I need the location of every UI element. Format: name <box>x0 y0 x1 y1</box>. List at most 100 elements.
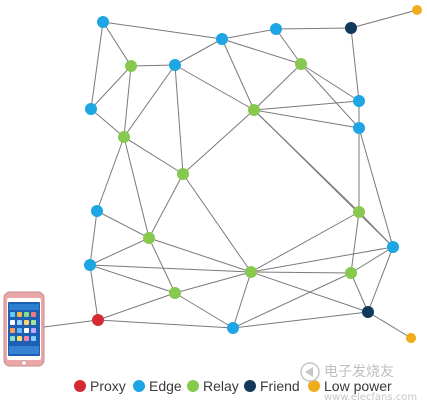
link-r2-e7 <box>300 63 360 129</box>
legend-label-edge: Edge <box>149 378 182 394</box>
link-e9-r8 <box>250 246 394 273</box>
link-e2-r2 <box>275 28 302 65</box>
link-r7-e10 <box>89 237 150 266</box>
watermark-url: www.elecfans.com <box>324 392 417 403</box>
edge-node <box>270 23 282 35</box>
link-e1-e5 <box>90 21 104 110</box>
relay-node <box>295 58 307 70</box>
link-e3-r3 <box>221 38 255 111</box>
link-r10-e11 <box>174 292 234 329</box>
legend-item-relay: Relay <box>187 378 239 394</box>
link-e7-e9 <box>358 127 394 248</box>
link-r5-r7 <box>148 173 184 239</box>
link-e4-r4 <box>123 64 176 138</box>
link-e3-e2 <box>221 28 277 40</box>
friend-swatch-icon <box>244 380 256 392</box>
legend-item-edge: Edge <box>133 378 182 394</box>
link-r1-r4 <box>123 65 132 138</box>
link-r8-e11 <box>232 271 252 329</box>
relay-swatch-icon <box>187 380 199 392</box>
watermark-logo-icon <box>300 362 320 382</box>
legend-label-friend: Friend <box>260 378 300 394</box>
edge-node <box>387 241 399 253</box>
link-e9-f2 <box>367 246 394 313</box>
relay-node <box>177 168 189 180</box>
edge-node <box>353 122 365 134</box>
link-r4-r7 <box>123 136 150 239</box>
link-r4-r5 <box>123 136 184 175</box>
link-e9-r9 <box>350 246 394 274</box>
edge-node <box>85 103 97 115</box>
link-e10-r10 <box>89 264 176 294</box>
link-r7-r8 <box>148 237 252 273</box>
link-r8-r9 <box>250 271 352 274</box>
nodes-layer <box>84 5 422 343</box>
legend-item-low-power: Low power <box>308 378 392 394</box>
link-r6-e9 <box>358 211 394 248</box>
links-layer <box>43 9 418 339</box>
relay-node <box>353 206 365 218</box>
link-r5-r8 <box>182 173 252 273</box>
link-r9-e11 <box>232 272 352 329</box>
link-r6-r8 <box>250 211 360 273</box>
link-f2-l2 <box>367 311 412 339</box>
link-e10-p1 <box>89 264 99 321</box>
link-r7-r10 <box>148 237 176 294</box>
proxy-node <box>92 314 104 326</box>
link-e4-r5 <box>174 64 184 175</box>
edge-swatch-icon <box>133 380 145 392</box>
legend-item-proxy: Proxy <box>74 378 126 394</box>
link-f1-l1 <box>350 9 418 29</box>
relay-node <box>245 266 257 278</box>
edge-node <box>353 95 365 107</box>
link-e1-e3 <box>102 21 223 40</box>
app-grid-icon <box>9 312 39 354</box>
edge-node <box>169 59 181 71</box>
proxy-swatch-icon <box>74 380 86 392</box>
link-p1-e11 <box>97 319 234 329</box>
link-e4-r3 <box>174 64 255 111</box>
link-r8-r10 <box>174 271 252 294</box>
link-r9-f2 <box>350 272 369 313</box>
link-r3-e7 <box>253 109 360 129</box>
link-e3-r2 <box>221 38 302 65</box>
friend-node <box>345 22 357 34</box>
link-e3-e4 <box>174 38 223 66</box>
link-e8-r7 <box>96 210 150 239</box>
legend-label-proxy: Proxy <box>90 378 126 394</box>
link-r1-e4 <box>130 64 176 67</box>
smartphone-illustration <box>3 291 45 367</box>
legend-label-low-power: Low power <box>324 378 392 394</box>
edge-node <box>227 322 239 334</box>
link-phone-p1 <box>43 319 99 328</box>
link-r2-e6 <box>300 63 360 102</box>
link-r3-e9 <box>253 109 394 248</box>
link-r10-p1 <box>97 292 176 321</box>
low-power-swatch-icon <box>308 380 320 392</box>
link-e2-f1 <box>275 27 352 30</box>
link-e1-r1 <box>102 21 132 67</box>
watermark: 电子发烧友 www.elecfans.com <box>300 362 417 403</box>
low-power-node <box>406 333 416 343</box>
link-e6-r3 <box>253 100 360 111</box>
link-r4-e8 <box>96 136 125 212</box>
link-e8-e10 <box>89 210 98 266</box>
relay-node <box>143 232 155 244</box>
relay-node <box>345 267 357 279</box>
legend-label-relay: Relay <box>203 378 239 394</box>
edge-node <box>97 16 109 28</box>
watermark-text: 电子发烧友 <box>324 364 394 380</box>
relay-node <box>169 287 181 299</box>
link-e10-r8 <box>89 264 252 273</box>
link-r2-r3 <box>253 63 302 111</box>
relay-node <box>118 131 130 143</box>
edge-node <box>216 33 228 45</box>
legend: Proxy Edge Relay Friend Low power <box>74 378 392 394</box>
link-f1-e6 <box>350 27 360 102</box>
link-r3-r5 <box>182 109 255 175</box>
relay-node <box>248 104 260 116</box>
edge-node <box>84 259 96 271</box>
link-r6-r9 <box>350 211 360 274</box>
legend-item-friend: Friend <box>244 378 300 394</box>
